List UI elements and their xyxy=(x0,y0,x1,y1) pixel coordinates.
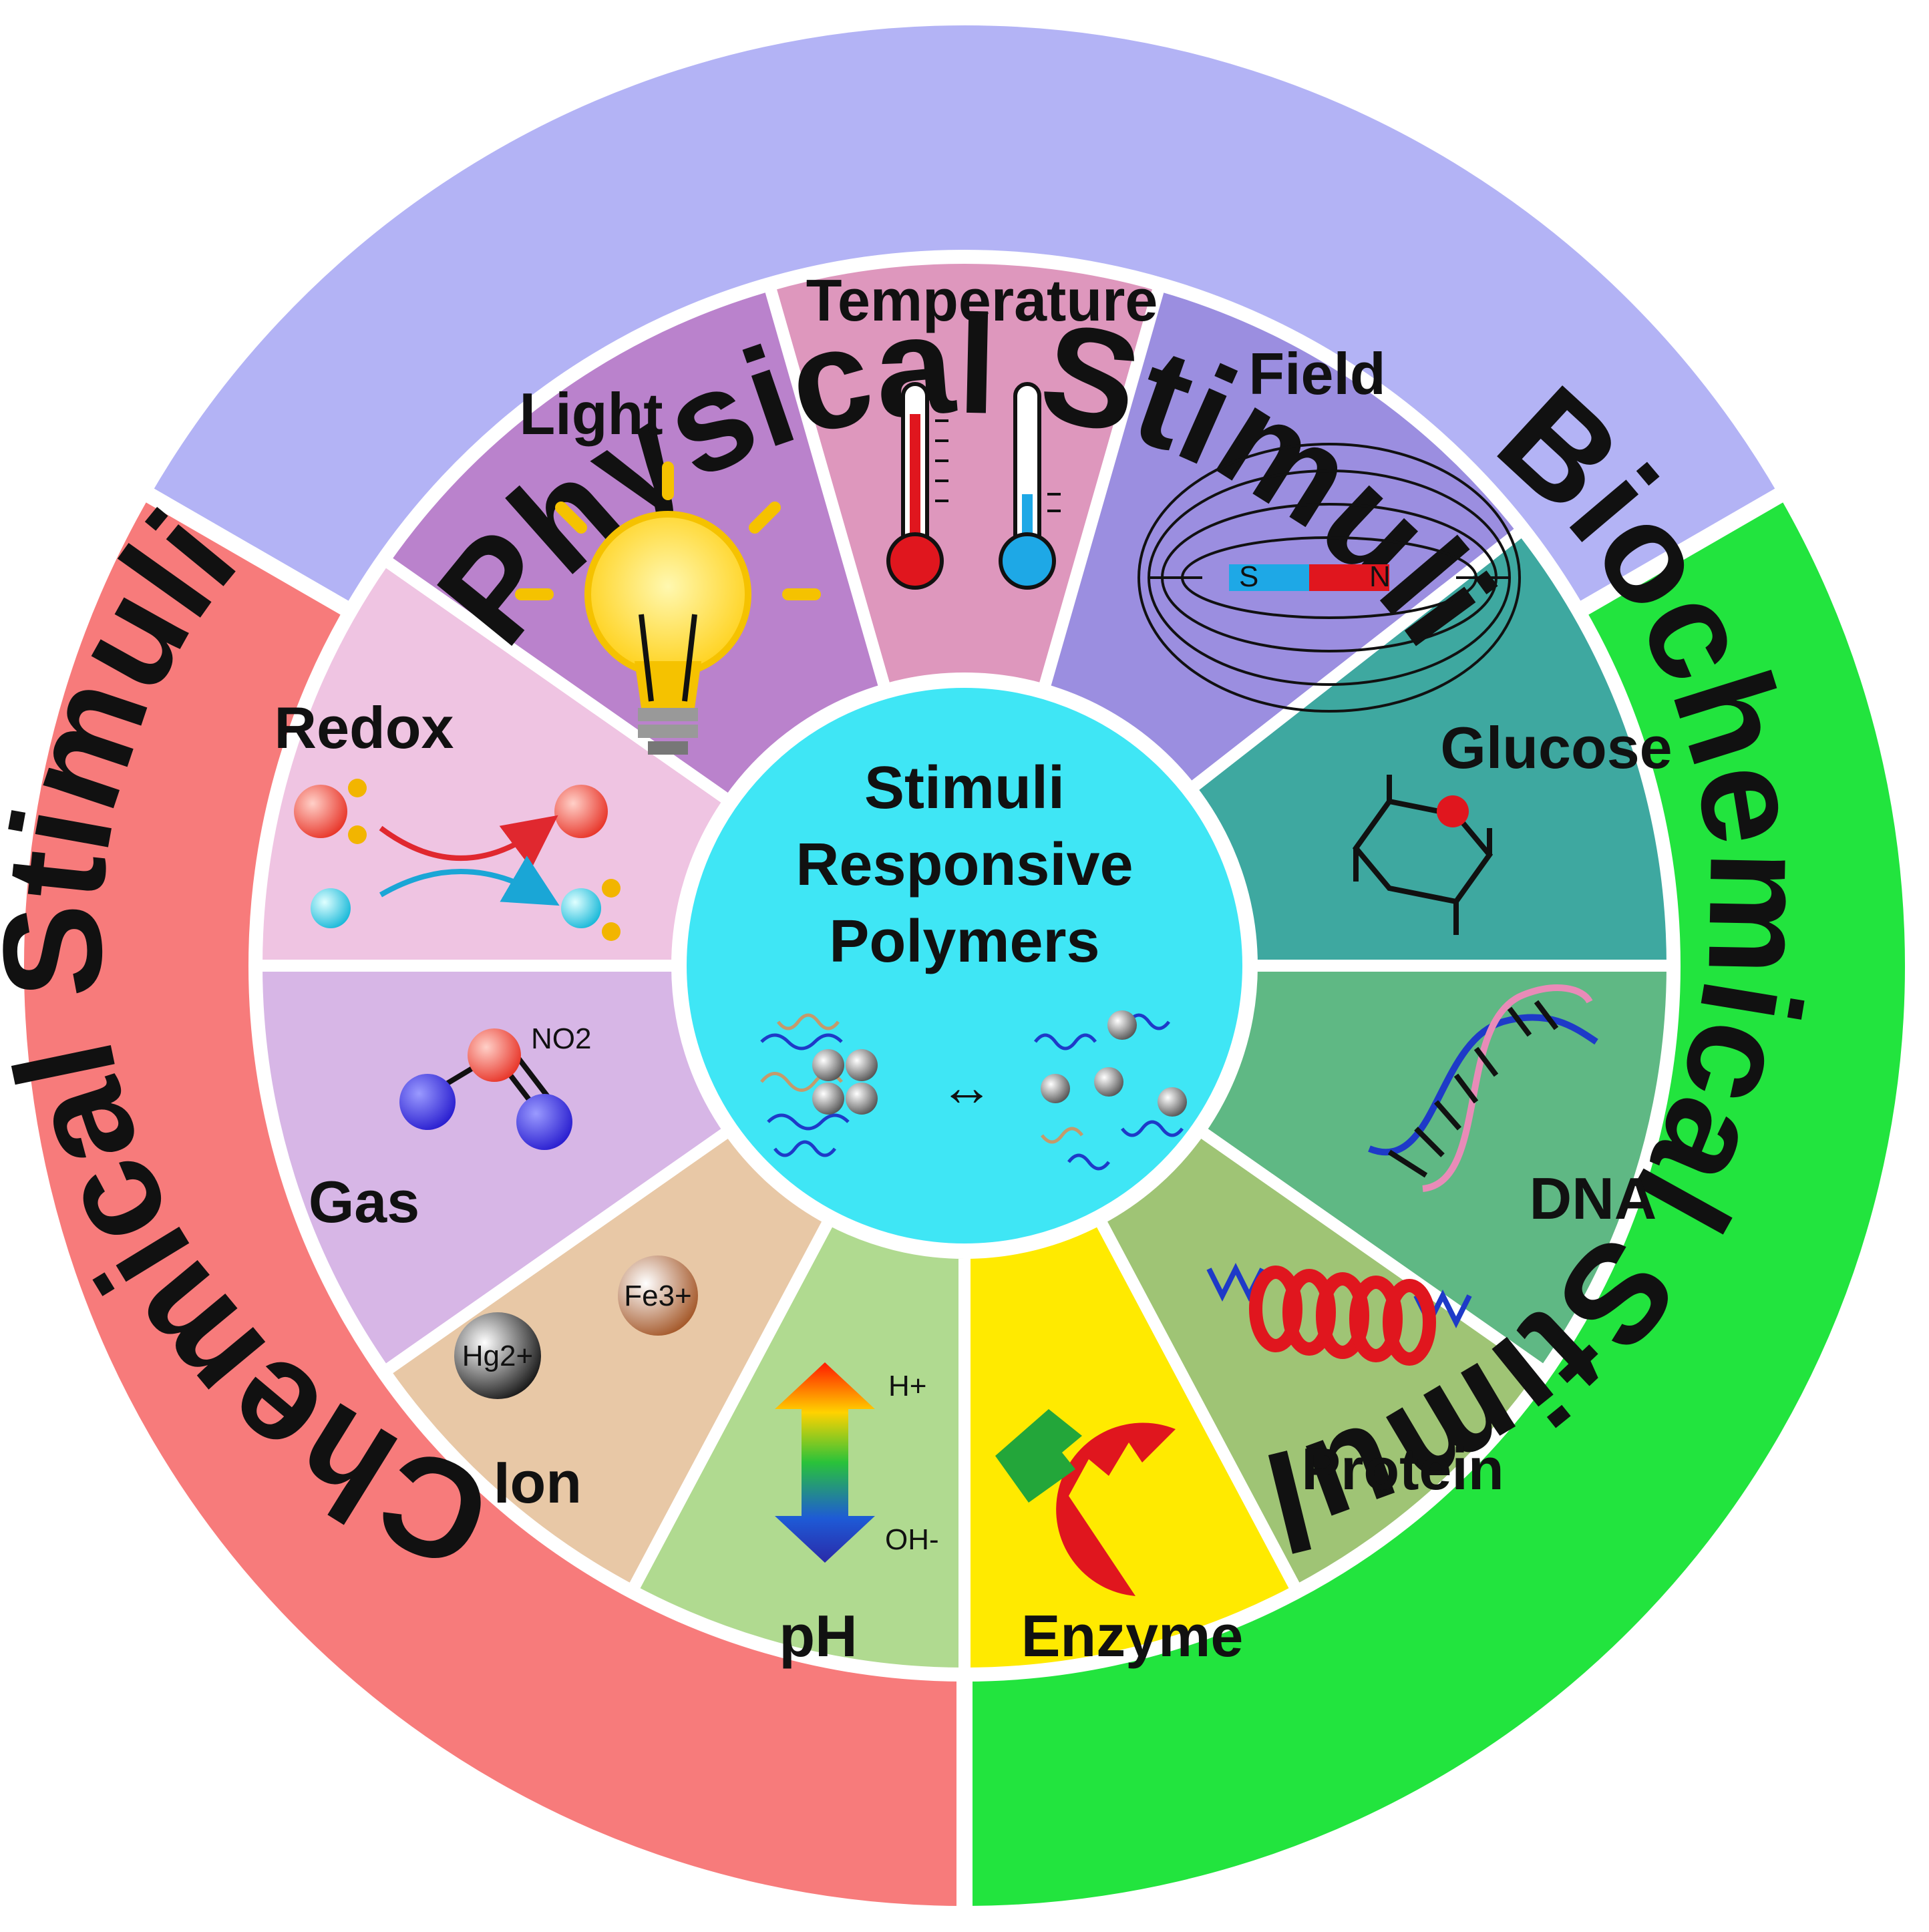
magnet-field-icon: S N xyxy=(1137,443,1521,713)
light-label: Light xyxy=(519,381,663,447)
oh-minus-label: OH- xyxy=(885,1523,939,1556)
ion-label: Ion xyxy=(494,1449,582,1515)
inner-segments xyxy=(250,251,1679,1680)
temperature-label: Temperature xyxy=(806,267,1158,333)
fe-ion-label: Fe3+ xyxy=(624,1280,692,1312)
glucose-ring-icon xyxy=(1352,775,1494,935)
no2-molecule-icon: NO2 xyxy=(399,1022,591,1150)
dna-label: DNA xyxy=(1530,1165,1657,1231)
gas-label: Gas xyxy=(309,1169,419,1235)
protein-label: Protein xyxy=(1301,1436,1504,1502)
redox-electron-transfer-icon xyxy=(294,779,621,941)
no2-label: NO2 xyxy=(531,1022,591,1055)
polymer-micelle-illustration: ↔ xyxy=(760,1010,1187,1171)
center-line-2: Responsive xyxy=(796,831,1133,898)
thermometer-cold-icon xyxy=(999,382,1061,590)
reversible-arrow-icon: ↔ xyxy=(940,1057,993,1117)
enzyme-pacman-icon xyxy=(995,1409,1176,1596)
ph-gradient-arrow-icon: H+ OH- xyxy=(775,1362,939,1563)
dispersed-chains xyxy=(1034,1013,1184,1171)
protein-helix-icon xyxy=(1206,1263,1472,1366)
h-plus-label: H+ xyxy=(888,1370,926,1402)
dna-helix-icon xyxy=(1368,984,1598,1192)
enzyme-label: Enzyme xyxy=(1021,1603,1244,1669)
magnet-n-label: N xyxy=(1369,560,1391,593)
field-label: Field xyxy=(1248,341,1385,407)
ph-label: pH xyxy=(779,1603,857,1669)
thermometer-hot-icon xyxy=(886,382,948,590)
glucose-label: Glucose xyxy=(1440,715,1672,781)
hg-ion-label: Hg2+ xyxy=(462,1340,533,1372)
center-line-3: Polymers xyxy=(829,908,1099,975)
ion-spheres-icon: Hg2+ Fe3+ xyxy=(454,1255,698,1399)
micelle-chains xyxy=(760,1013,850,1157)
redox-label: Redox xyxy=(275,695,454,761)
light-bulb-icon xyxy=(515,461,821,755)
magnet-s-label: S xyxy=(1239,560,1258,593)
center-line-1: Stimuli xyxy=(864,755,1065,821)
